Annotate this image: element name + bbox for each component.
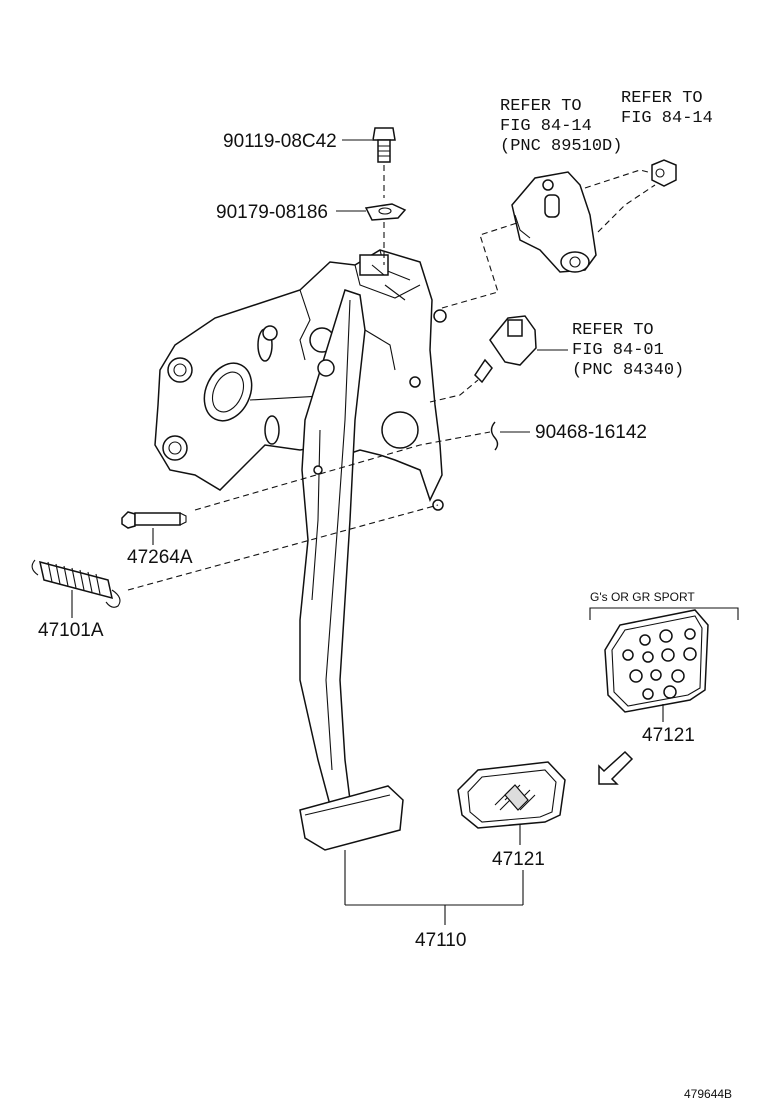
ref-nut-line1: REFER TO xyxy=(621,89,703,108)
label-pin-clip: 90468-16142 xyxy=(535,422,647,443)
stop-lamp-switch xyxy=(474,315,537,384)
ref-switch-line2: FIG 84-01 xyxy=(572,341,664,360)
variant-label: G's OR GR SPORT xyxy=(590,590,695,604)
ref-sensor-line2: FIG 84-14 xyxy=(500,117,592,136)
label-nut-plate: 90179-08186 xyxy=(216,202,328,223)
bolt-top xyxy=(372,127,396,198)
pedal-arm xyxy=(299,289,366,806)
pivot-pin xyxy=(121,511,187,529)
pedal-pad-sport xyxy=(604,609,709,713)
label-pad-sport: 47121 xyxy=(642,725,695,746)
ref-sensor-line3: (PNC 89510D) xyxy=(500,137,622,156)
pedal-bracket xyxy=(154,249,447,511)
sensor-nut xyxy=(651,159,677,187)
return-spring xyxy=(31,559,121,608)
pedal-pad-standard xyxy=(457,761,566,829)
ref-sensor-line1: REFER TO xyxy=(500,97,582,116)
leader-lines xyxy=(71,139,739,925)
nut-plate xyxy=(364,203,407,265)
stroke-sensor xyxy=(511,171,597,273)
pin-clip xyxy=(490,421,499,451)
ref-switch-line1: REFER TO xyxy=(572,321,654,340)
dashed-leaders xyxy=(127,169,656,591)
label-pin: 47264A xyxy=(127,547,193,568)
label-pedal-assy: 47110 xyxy=(415,930,466,951)
ref-nut-line2: FIG 84-14 xyxy=(621,109,713,128)
direction-arrow-icon xyxy=(598,750,634,785)
label-spring: 47101A xyxy=(38,620,104,641)
label-pad-std: 47121 xyxy=(492,849,545,870)
figure-id: 479644B xyxy=(684,1087,732,1101)
ref-switch-line3: (PNC 84340) xyxy=(572,361,684,380)
pedal-pad-installed xyxy=(299,785,404,851)
label-bolt-top: 90119-08C42 xyxy=(223,131,337,152)
